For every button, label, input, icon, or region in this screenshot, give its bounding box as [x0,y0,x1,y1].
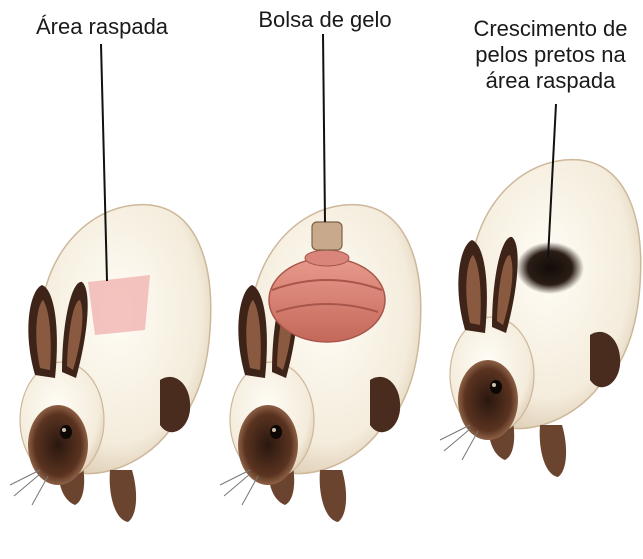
pointer-line-ice-pack [323,34,325,222]
black-hair-patch [516,242,584,294]
shaved-patch [88,275,150,335]
rabbit-with-ice-pack [220,205,421,522]
rabbit-shaved-area [10,205,211,522]
rabbit-black-regrowth [440,160,641,477]
